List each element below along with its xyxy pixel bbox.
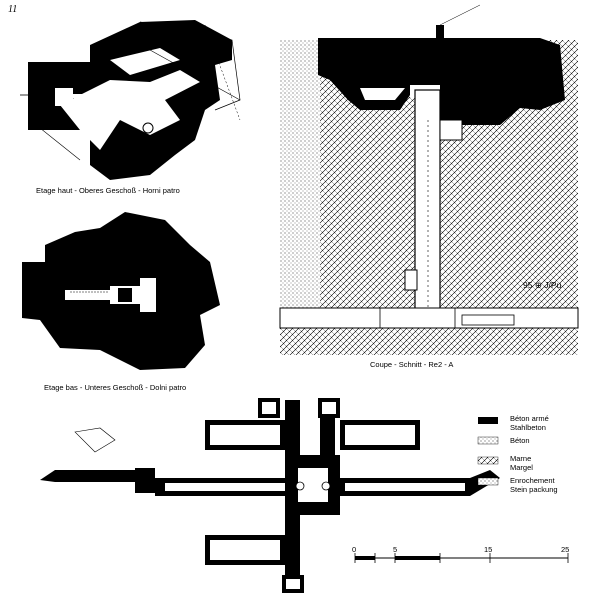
legend-label-marl-de: Margel bbox=[510, 463, 533, 472]
legend-label-concrete-reinforced-de: Stahlbeton bbox=[510, 423, 546, 432]
section-marker: 95 ⊕ J/Pu bbox=[523, 280, 562, 290]
legend-label-concrete-reinforced-fr: Béton armé bbox=[510, 414, 549, 423]
scale-bar bbox=[354, 553, 569, 563]
legend-swatches bbox=[477, 417, 499, 486]
legend-label-marl-fr: Marne bbox=[510, 454, 532, 463]
scale-tick-25: 25 bbox=[561, 545, 570, 554]
scale-tick-0: 0 bbox=[352, 545, 357, 554]
page-number: 11 bbox=[8, 4, 18, 15]
legend-label-stone-packing-de: Stein packung bbox=[510, 485, 558, 494]
upper-floor-plan bbox=[20, 20, 241, 180]
section-caption: Coupe - Schnitt - Re2 - A bbox=[370, 360, 454, 369]
section-drawing bbox=[279, 4, 579, 355]
lower-floor-caption: Etage bas - Unteres Geschoß - Dolni patr… bbox=[44, 383, 187, 392]
upper-floor-caption: Etage haut - Oberes Geschoß - Horni patr… bbox=[36, 186, 180, 195]
legend-label-stone-packing-fr: Enrochement bbox=[510, 476, 555, 485]
scale-tick-15: 15 bbox=[484, 545, 493, 554]
site-plan bbox=[40, 398, 500, 593]
scale-tick-5: 5 bbox=[393, 545, 398, 554]
legend-label-concrete-fr: Béton bbox=[510, 436, 530, 445]
lower-floor-plan bbox=[22, 212, 220, 370]
